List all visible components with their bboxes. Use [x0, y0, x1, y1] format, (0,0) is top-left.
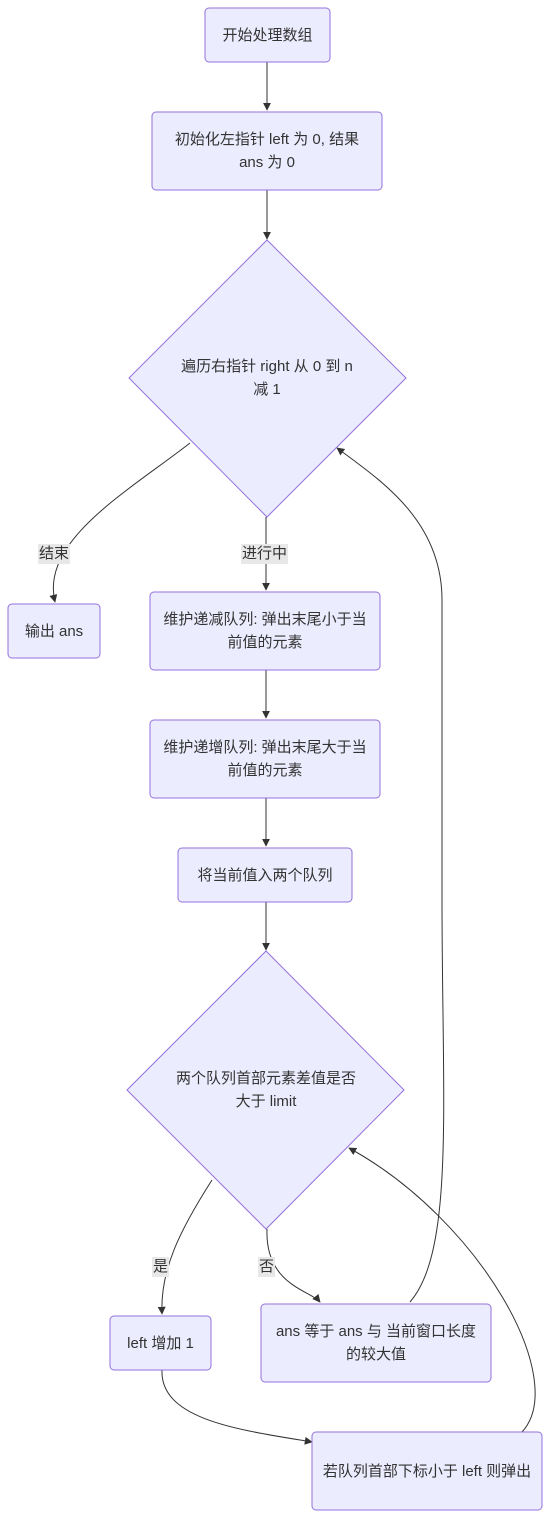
node-update-ans: ans 等于 ans 与 当前窗口长度的较大值	[275, 1323, 477, 1363]
node-start: 开始处理数组	[222, 26, 313, 44]
node-check: 两个队列首部元素差值是否大于 limit	[175, 1070, 356, 1110]
node-left-inc-shape	[109, 1315, 212, 1371]
node-update-ans-shape	[260, 1303, 492, 1383]
node-loop: 遍历右指针 right 从 0 到 n 减 1	[181, 358, 353, 398]
edge-check-update	[266, 1228, 321, 1303]
edge-label-no: 否	[258, 1257, 276, 1277]
node-pop-front-shape	[311, 1431, 543, 1511]
node-maintain-inc-shape	[149, 719, 381, 799]
node-push-shape	[177, 847, 353, 903]
node-maintain-inc: 维护递增队列: 弹出末尾大于当前值的元素	[163, 739, 367, 779]
node-pop-front: 若队列首部下标小于 left 则弹出	[322, 1462, 532, 1480]
node-maintain-dec-shape	[149, 591, 381, 671]
node-loop-shape	[128, 239, 407, 518]
edge-pop-check	[348, 1147, 536, 1433]
edge-left-pop	[161, 1369, 313, 1445]
node-maintain-dec: 维护递减队列: 弹出末尾小于当前值的元素	[163, 611, 367, 651]
node-push: 将当前值入两个队列	[197, 866, 333, 884]
edge-label-in-progress: 进行中	[241, 544, 289, 564]
node-left-inc: left 增加 1	[127, 1334, 194, 1352]
node-start-shape	[204, 7, 331, 63]
edge-label-yes: 是	[152, 1257, 170, 1277]
node-output: 输出 ans	[24, 622, 84, 640]
edge-label-end: 结束	[38, 544, 71, 564]
node-init-shape	[151, 111, 383, 191]
node-check-shape	[126, 950, 405, 1230]
node-output-shape	[7, 603, 101, 659]
node-init: 初始化左指针 left 为 0, 结果 ans 为 0	[174, 131, 360, 171]
edge-check-left	[157, 1179, 213, 1315]
edge-loop-output	[49, 442, 191, 603]
edge-update-loop	[336, 447, 445, 1303]
